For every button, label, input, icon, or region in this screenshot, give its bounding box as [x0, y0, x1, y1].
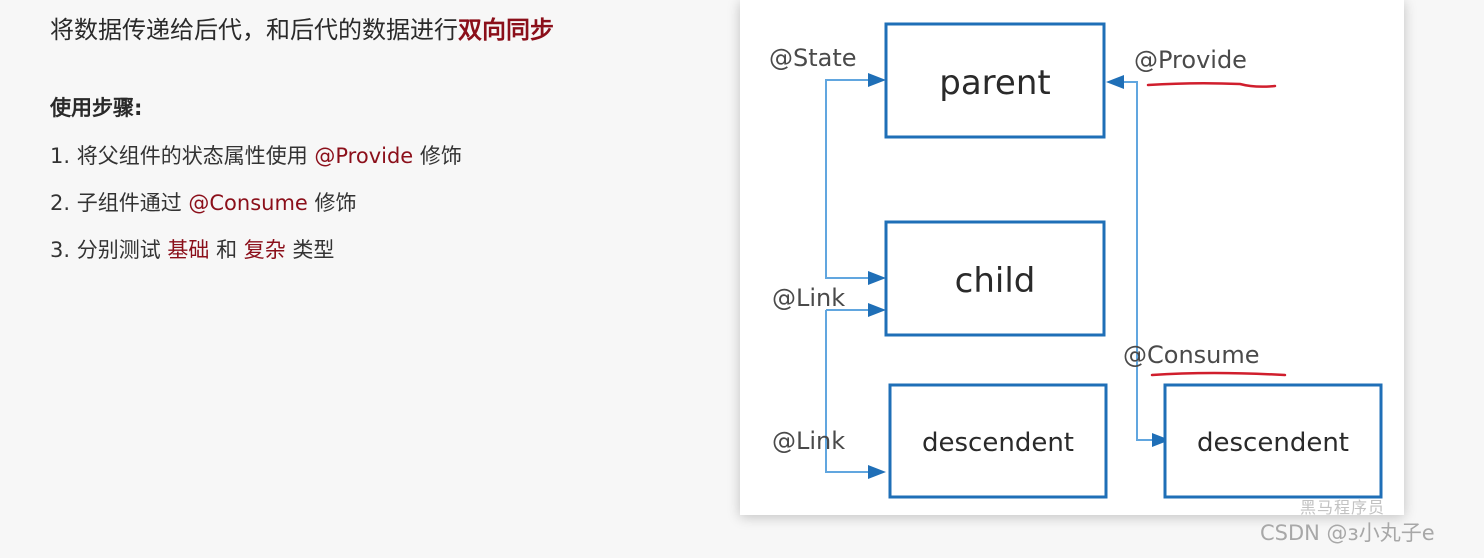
child-box: child: [884, 220, 1106, 337]
child-arrow-upper: [868, 271, 886, 285]
step-1: 1. 将父组件的状态属性使用 @Provide 修饰: [50, 142, 462, 170]
provide-arrow: [1106, 75, 1124, 89]
child-box-label: child: [955, 261, 1036, 301]
descendent-left-label: descendent: [922, 428, 1074, 458]
parent-box: parent: [884, 22, 1106, 139]
descendent-right-label: descendent: [1197, 428, 1349, 458]
diagram-card: parent child descendent descendent @Stat…: [740, 0, 1404, 515]
step-2-prefix: 2. 子组件通过: [50, 191, 189, 215]
step-1-prefix: 1. 将父组件的状态属性使用: [50, 144, 315, 168]
steps-heading: 使用步骤:: [50, 96, 143, 120]
step-2-keyword: @Consume: [188, 191, 308, 215]
link-child-label: @Link: [772, 284, 845, 312]
child-arrow-lower: [868, 303, 886, 317]
step-1-keyword: @Provide: [314, 144, 414, 168]
descendent-right-box: descendent: [1163, 383, 1383, 499]
descendent-left-arrow: [868, 465, 886, 479]
brand-watermark: 黑马程序员: [1300, 498, 1386, 517]
link-descendent-label: @Link: [772, 427, 845, 455]
step-3-suffix: 类型: [285, 238, 335, 262]
step-3-keyword-2: 复杂: [243, 238, 286, 262]
title-highlight: 双向同步: [458, 16, 554, 44]
step-3-prefix: 3. 分别测试: [50, 238, 168, 262]
page-title: 将数据传递给后代，和后代的数据进行双向同步: [50, 14, 554, 46]
step-3-middle: 和: [209, 238, 244, 262]
step-2: 2. 子组件通过 @Consume 修饰: [50, 189, 357, 217]
step-3: 3. 分别测试 基础 和 复杂 类型: [50, 236, 334, 264]
consume-label: @Consume: [1123, 341, 1260, 369]
title-text: 将数据传递给后代，和后代的数据进行: [50, 16, 458, 44]
state-connector-line: [825, 79, 868, 279]
decorator-diagram: parent child descendent descendent @Stat…: [769, 22, 1383, 499]
step-3-keyword-1: 基础: [167, 238, 210, 262]
descendent-right-arrow: [1152, 433, 1170, 447]
link-descendent-connector-line: [825, 310, 868, 473]
step-2-suffix: 修饰: [307, 191, 357, 215]
provide-connector-line: [1124, 81, 1152, 441]
step-1-suffix: 修饰: [413, 144, 462, 168]
notes-panel: 将数据传递给后代，和后代的数据进行双向同步 使用步骤: 1. 将父组件的状态属性…: [0, 0, 720, 558]
credit-watermark: CSDN @з小丸子e: [1260, 521, 1435, 545]
consume-underline: [1150, 371, 1287, 377]
parent-box-label: parent: [939, 63, 1050, 103]
descendent-left-box: descendent: [888, 383, 1108, 499]
provide-label: @Provide: [1134, 46, 1247, 74]
state-label: @State: [769, 44, 857, 72]
provide-underline: [1146, 81, 1277, 88]
state-arrow: [868, 73, 886, 87]
